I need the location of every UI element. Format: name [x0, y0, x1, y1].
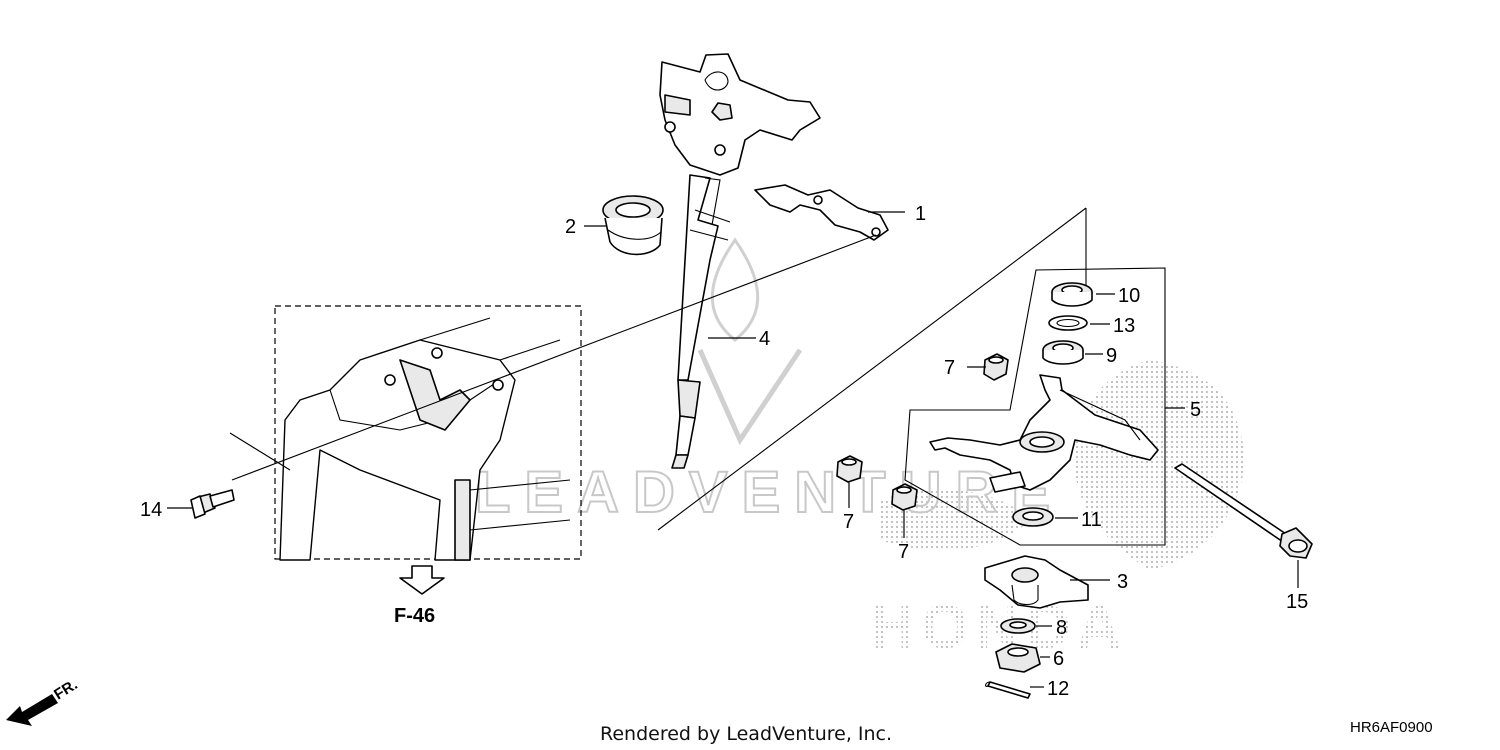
front-arrow-icon — [6, 694, 58, 726]
part-7-nut-lower — [891, 483, 918, 511]
steering-clamp — [754, 184, 889, 241]
reference-arrow-icon — [399, 565, 445, 595]
steering-shaft — [659, 53, 821, 469]
callout-3[interactable]: 3 — [1117, 571, 1128, 593]
steering-shaft-top-bracket — [659, 53, 821, 176]
callout-4[interactable]: 4 — [759, 328, 770, 350]
callout-1[interactable]: 1 — [915, 203, 926, 225]
frame-reference-box — [274, 305, 582, 560]
diagram-code: HR6AF0900 — [1350, 719, 1433, 736]
callout-12[interactable]: 12 — [1047, 678, 1069, 700]
part-9-bearing — [1042, 340, 1084, 365]
part-6-nut — [995, 643, 1041, 673]
leadventure-watermark-text: LEADVENTURE — [475, 460, 1064, 525]
honda-watermark: HONDA — [870, 360, 1245, 662]
lower-bracket — [984, 555, 1089, 609]
callout-13[interactable]: 13 — [1113, 315, 1135, 337]
part-11-seal — [1012, 507, 1054, 527]
callout-9[interactable]: 9 — [1106, 345, 1117, 367]
part-10-bearing — [1051, 282, 1093, 307]
frame-mount-plate — [399, 359, 471, 431]
callout-11[interactable]: 11 — [1081, 509, 1102, 531]
callout-5[interactable]: 5 — [1190, 399, 1201, 421]
part-2-seal — [602, 195, 664, 256]
callout-2[interactable]: 2 — [565, 216, 576, 238]
leadventure-watermark: LEADVENTURE — [474, 237, 1064, 526]
callout-7-lower[interactable]: 7 — [898, 541, 909, 563]
reference-label: F-46 — [394, 605, 435, 627]
honda-watermark-text: HONDA — [870, 593, 1127, 662]
bolt-alignment-line — [231, 234, 877, 481]
callout-7-middle[interactable]: 7 — [843, 511, 854, 533]
part-12-cotter-pin — [985, 681, 1031, 699]
part-15-bolt — [1174, 463, 1313, 559]
rendered-by-footer: Rendered by LeadVenture, Inc. — [600, 723, 892, 745]
part-13-washer — [1048, 315, 1088, 331]
steering-arm-assembly — [929, 374, 1159, 493]
front-direction-indicator: FR. — [6, 676, 81, 726]
part-7-nut-upper — [983, 353, 1009, 381]
frame-bracket — [279, 339, 516, 561]
part-5-group-outline — [904, 267, 1166, 546]
part-8-washer — [1000, 618, 1036, 634]
callout-14[interactable]: 14 — [140, 499, 162, 521]
callout-7-upper[interactable]: 7 — [944, 357, 955, 379]
bearing-assembly-line — [657, 207, 1087, 531]
part-14-bolt — [190, 489, 235, 519]
callout-8[interactable]: 8 — [1056, 617, 1067, 639]
part-1-clamp — [754, 184, 889, 241]
callout-6[interactable]: 6 — [1053, 648, 1064, 670]
callout-15[interactable]: 15 — [1286, 591, 1308, 613]
part-3-lower-bracket — [984, 555, 1089, 609]
callout-10[interactable]: 10 — [1118, 285, 1140, 307]
part-7-nut-middle — [836, 455, 863, 483]
steering-shaft-tube — [677, 174, 719, 381]
leader-lines — [167, 211, 1299, 688]
